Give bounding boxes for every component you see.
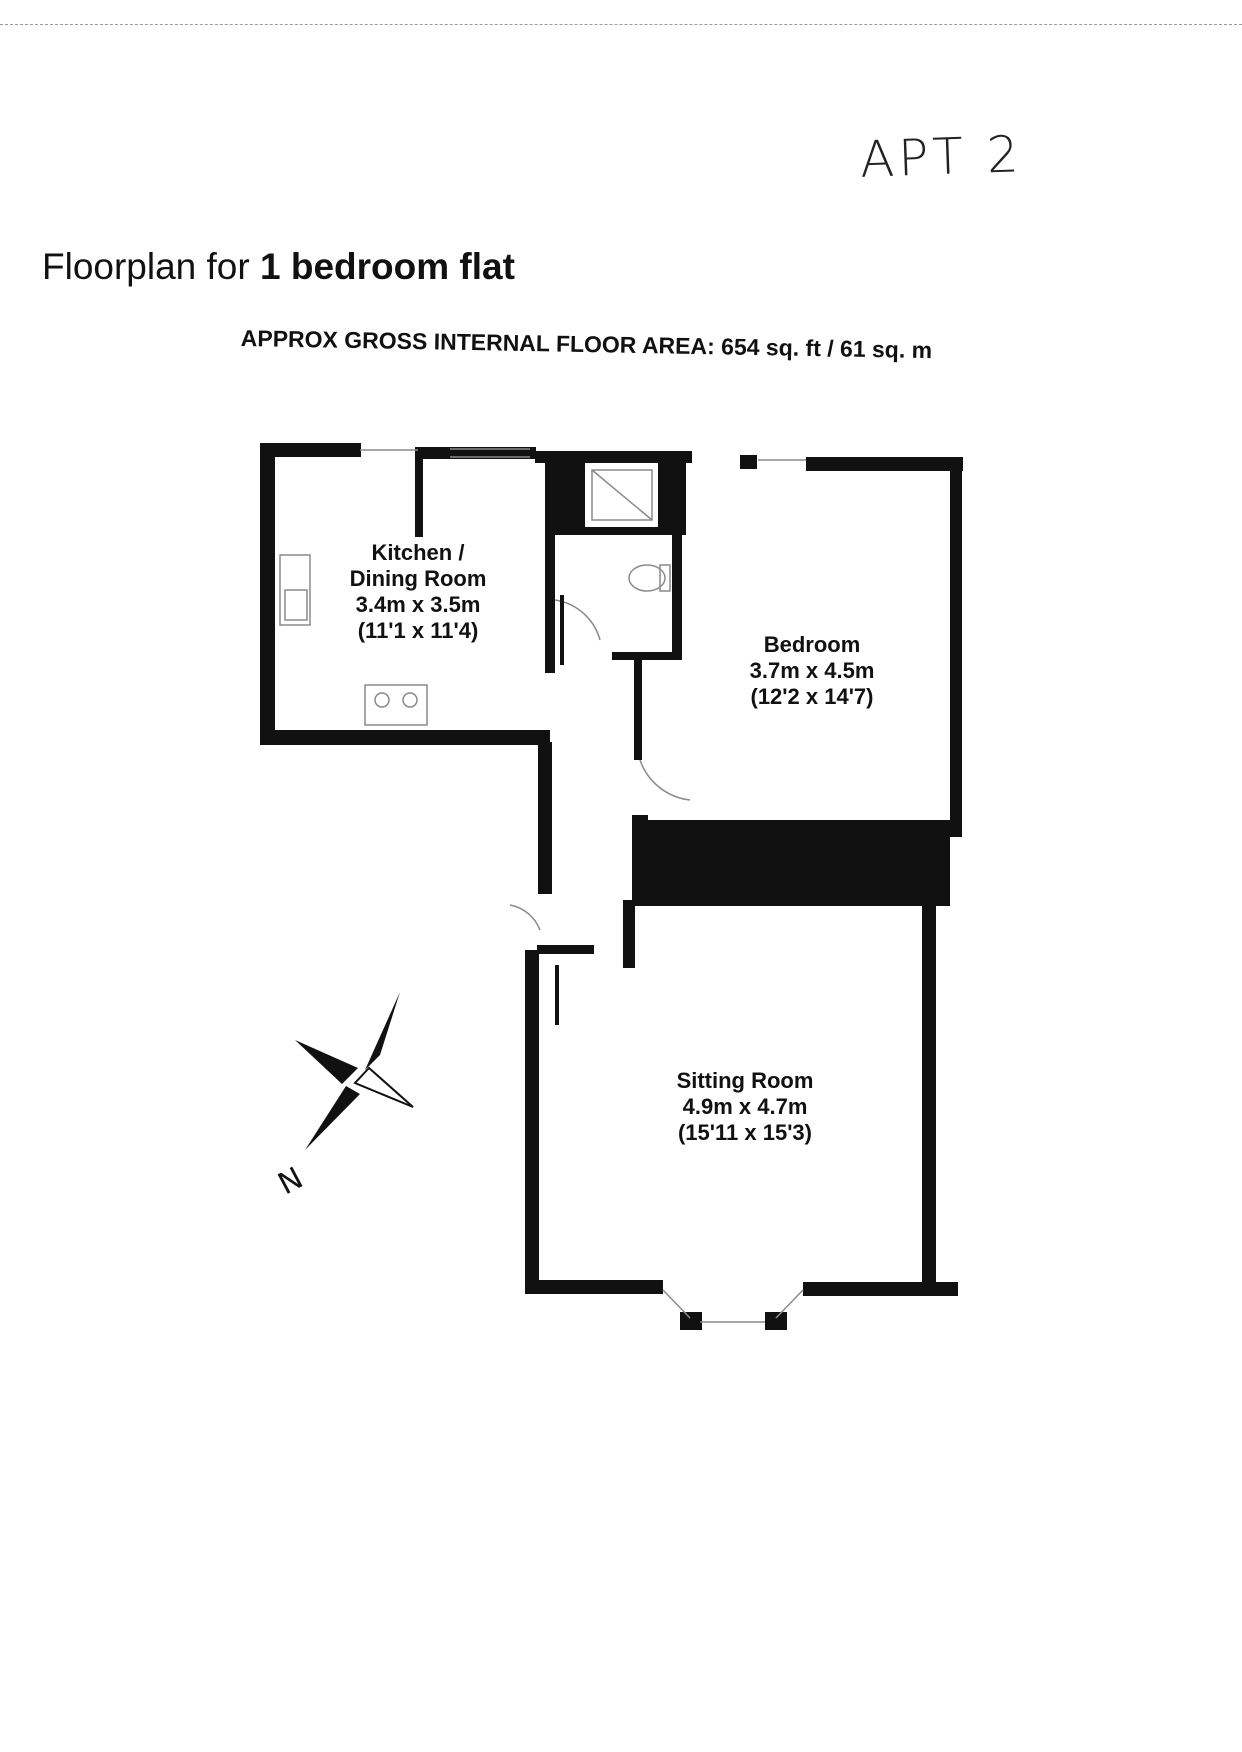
room-label-sitting-room: Sitting Room 4.9m x 4.7m (15'11 x 15'3)	[650, 1068, 840, 1146]
room-size-metric: 4.9m x 4.7m	[682, 1094, 808, 1119]
wall-bath-right	[672, 535, 682, 655]
chimney-breast	[632, 820, 950, 906]
wall-top-kitchen-right	[418, 447, 536, 459]
wall-kitchen-inner-top	[415, 447, 423, 537]
wall-corridor-left	[538, 742, 552, 894]
room-name-line1: Sitting Room	[676, 1068, 814, 1093]
bay-window-left	[662, 1289, 691, 1319]
compass-arrow-upper	[365, 992, 400, 1070]
wall-kitchen-left	[260, 443, 275, 745]
shower-tray	[591, 469, 653, 521]
scan-edge-line	[0, 24, 1242, 25]
wall-bath-bottom	[612, 652, 682, 660]
wall-top-kitchen-left	[263, 443, 361, 457]
bay-window-right-end	[765, 1312, 787, 1330]
wall-sitting-right	[922, 906, 936, 1286]
bay-window-left-end	[680, 1312, 702, 1330]
chimney-corner	[632, 815, 648, 827]
room-label-bedroom: Bedroom 3.7m x 4.5m (12'2 x 14'7)	[722, 632, 902, 710]
wall-sitting-bottom-right	[803, 1282, 958, 1296]
compass-rose: N	[273, 992, 414, 1202]
room-size-metric: 3.4m x 3.5m	[355, 592, 481, 617]
room-size-imperial: (15'11 x 15'3)	[677, 1120, 812, 1145]
compass-arrow-left	[295, 1040, 358, 1084]
room-size-metric: 3.7m x 4.5m	[749, 658, 875, 683]
room-name-line2: Dining Room	[349, 566, 487, 591]
walls	[260, 443, 963, 1330]
compass-arrow-north	[305, 1086, 360, 1150]
page-title: Floorplan for 1 bedroom flat	[42, 246, 515, 288]
compass-arrow-right	[353, 1066, 414, 1108]
bedroom-door-swing	[639, 759, 691, 801]
room-size-imperial: (11'1 x 11'4)	[357, 618, 479, 643]
room-size-imperial: (12'2 x 14'7)	[750, 684, 874, 709]
entrance-door-swing	[509, 904, 541, 931]
room-name-line1: Kitchen /	[371, 540, 465, 565]
kitchen-hob	[364, 684, 428, 726]
wall-kitchen-right	[545, 457, 555, 673]
title-bold: 1 bedroom flat	[260, 246, 515, 287]
room-label-kitchen: Kitchen / Dining Room 3.4m x 3.5m (11'1 …	[334, 540, 502, 644]
kitchen-sink	[279, 554, 311, 626]
wall-bed-partition	[634, 655, 642, 760]
fixtures	[279, 448, 806, 1323]
wall-bath-block-right	[658, 460, 686, 535]
toilet	[628, 564, 666, 592]
wall-sitting-left	[525, 950, 539, 1293]
wall-bedroom-right	[950, 457, 962, 837]
wall-corridor-right	[623, 900, 635, 968]
wall-top-stub	[740, 455, 757, 469]
compass-north-label: N	[273, 1161, 309, 1202]
wall-bath-top	[552, 527, 677, 535]
wall-sitting-bottom-left	[525, 1280, 663, 1294]
wall-kitchen-bottom	[260, 730, 550, 745]
wall-sitting-entry-top	[537, 945, 594, 954]
bay-window-right	[775, 1289, 804, 1319]
room-name-line1: Bedroom	[763, 632, 861, 657]
wall-top-bedroom	[806, 457, 963, 471]
title-prefix: Floorplan for	[42, 246, 250, 287]
wall-bath-block-left	[555, 457, 585, 535]
